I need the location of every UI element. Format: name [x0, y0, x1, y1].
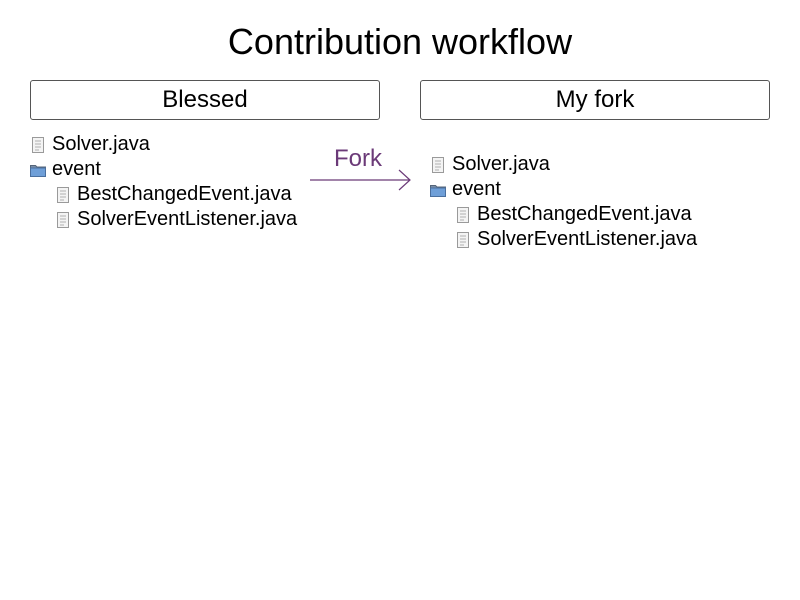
- tree-item-file: SolverEventListener.java: [430, 227, 697, 252]
- file-icon: [455, 206, 471, 223]
- tree-item-folder: event: [30, 157, 297, 182]
- tree-item-file: Solver.java: [30, 132, 297, 157]
- tree-item-file: SolverEventListener.java: [30, 207, 297, 232]
- tree-item-label: Solver.java: [452, 153, 550, 175]
- tree-item-label: event: [452, 178, 501, 200]
- fork-file-tree: Solver.java event BestChangedEvent.java …: [430, 152, 697, 252]
- tree-item-file: BestChangedEvent.java: [30, 182, 297, 207]
- fork-arrow: [310, 169, 411, 191]
- my-fork-repo-box: My fork: [420, 80, 770, 120]
- blessed-file-tree: Solver.java event BestChangedEvent.java …: [30, 132, 297, 232]
- fork-arrow-label: Fork: [334, 145, 382, 172]
- folder-icon: [30, 162, 46, 178]
- tree-item-file: Solver.java: [430, 152, 697, 177]
- tree-item-label: Solver.java: [52, 133, 150, 155]
- tree-item-file: BestChangedEvent.java: [430, 202, 697, 227]
- file-icon: [455, 231, 471, 248]
- tree-item-label: BestChangedEvent.java: [477, 203, 692, 225]
- file-icon: [55, 211, 71, 228]
- tree-item-label: BestChangedEvent.java: [77, 183, 292, 205]
- file-icon: [55, 186, 71, 203]
- tree-item-label: event: [52, 158, 101, 180]
- blessed-repo-box: Blessed: [30, 80, 380, 120]
- file-icon: [430, 156, 446, 173]
- diagram-title: Contribution workflow: [227, 21, 573, 62]
- file-icon: [30, 136, 46, 153]
- folder-icon: [430, 182, 446, 198]
- tree-item-label: SolverEventListener.java: [477, 228, 698, 250]
- tree-item-folder: event: [430, 177, 697, 202]
- tree-item-label: SolverEventListener.java: [77, 208, 298, 230]
